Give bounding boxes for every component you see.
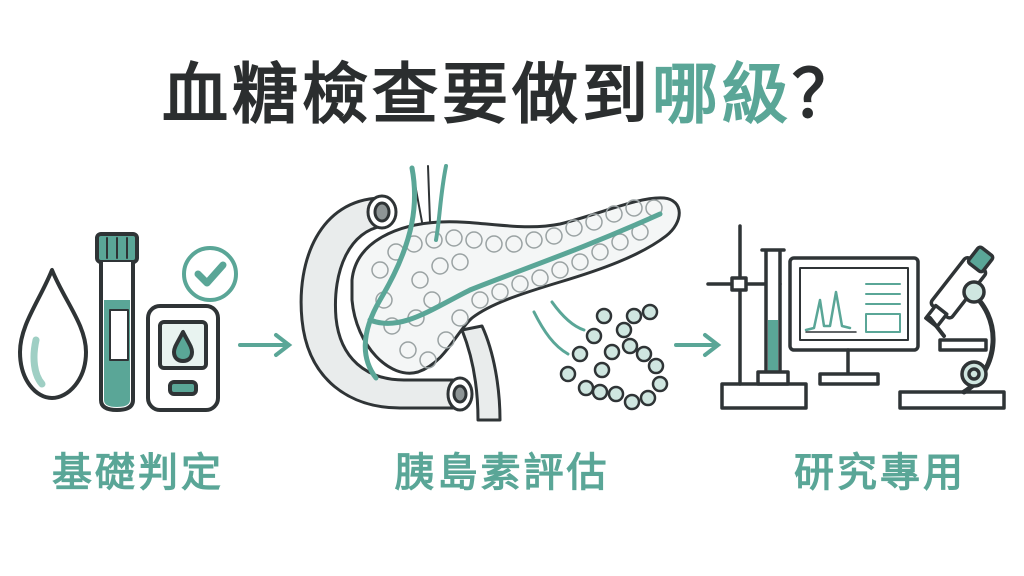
step-label-insulin: 胰島素評估 [394, 450, 610, 496]
test-tube-icon [95, 232, 139, 412]
insulin-molecule-icon [559, 303, 669, 411]
microscope-icon [898, 245, 1006, 410]
pancreas-illustration [299, 164, 681, 422]
duodenum-shape [299, 196, 462, 410]
research-lab-illustration [706, 224, 1006, 410]
glucose-meter-icon [146, 304, 220, 412]
lab-stand-icon [706, 224, 808, 410]
arrow-right-icon [238, 333, 293, 357]
title-question-mark: ？ [792, 56, 862, 133]
step-label-research: 研究專用 [794, 450, 966, 496]
step-label-basic: 基礎判定 [52, 450, 224, 496]
title-main: 血糖檢查要做到 [162, 56, 652, 133]
check-circle-icon [182, 246, 238, 302]
monitor-chart-icon [788, 256, 920, 386]
arrow-right-icon [674, 333, 722, 357]
basic-test-illustration [18, 232, 238, 412]
title-accent: 哪級 [652, 56, 792, 133]
blood-drop-icon [18, 268, 88, 400]
page-title: 血糖檢查要做到哪級？ [0, 62, 1024, 128]
